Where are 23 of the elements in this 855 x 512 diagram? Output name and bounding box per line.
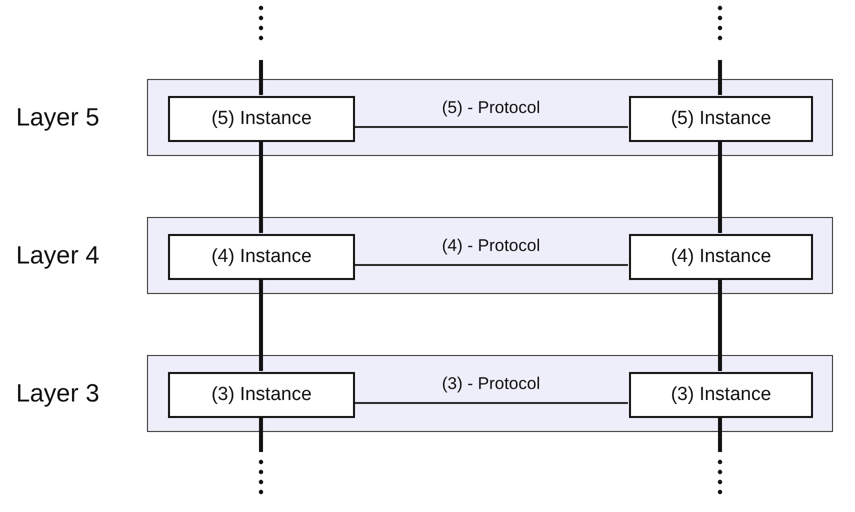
edge-label: (5) - Protocol [440, 98, 542, 118]
edge-label: (3) - Protocol [440, 374, 542, 394]
vertical-line [718, 279, 722, 371]
instance-box: (4) Instance [629, 234, 813, 280]
instance-box: (5) Instance [168, 96, 355, 142]
edge-label: (4) - Protocol [440, 236, 542, 256]
instance-box: (3) Instance [629, 372, 813, 418]
vertical-line [718, 141, 722, 233]
vertical-line [718, 417, 722, 452]
layer-label: Layer 3 [16, 379, 100, 408]
vertical-line [259, 279, 263, 371]
vertical-line [718, 60, 722, 95]
instance-box: (4) Instance [168, 234, 355, 280]
protocol-line [354, 264, 628, 266]
instance-box: (5) Instance [629, 96, 813, 142]
protocol-line [354, 402, 628, 404]
vertical-line [259, 417, 263, 452]
layer-label: Layer 4 [16, 241, 100, 270]
vertical-line [259, 141, 263, 233]
instance-box: (3) Instance [168, 372, 355, 418]
protocol-line [354, 126, 628, 128]
layer-label: Layer 5 [16, 103, 100, 132]
vertical-line [259, 60, 263, 95]
